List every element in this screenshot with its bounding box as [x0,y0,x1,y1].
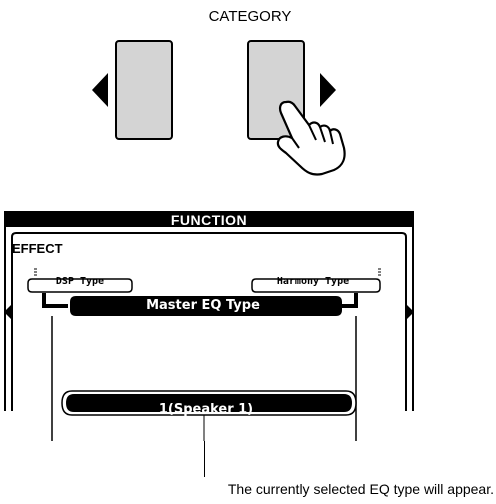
pointing-hand-icon [270,98,350,188]
dsp-type-item: DSP Type [55,276,105,287]
eq-type-value: 1(Speaker 1) [158,402,254,417]
effect-section-label: EFFECT [12,241,63,256]
category-down-button[interactable] [115,40,173,140]
lcd-display [4,211,414,441]
master-eq-type-item: Master EQ Type [146,298,260,313]
callout-line [204,441,205,477]
category-title: CATEGORY [208,8,292,25]
arrow-left-icon [92,73,108,107]
arrow-right-icon [320,73,336,107]
callout-caption: The currently selected EQ type will appe… [227,481,494,497]
function-header: FUNCTION [170,212,248,228]
harmony-type-item: Harmony Type [276,276,350,287]
category-up-button[interactable] [247,40,305,140]
